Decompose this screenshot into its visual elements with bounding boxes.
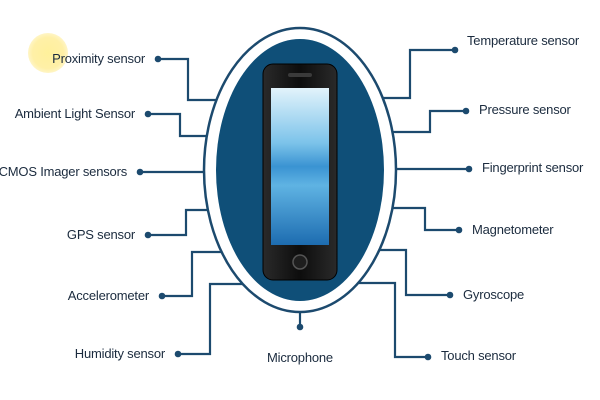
label-accelerometer: Accelerometer: [67, 288, 149, 303]
label-gyroscope: Gyroscope: [463, 287, 525, 302]
connector-proximity: [158, 57, 223, 102]
dot-ambient-light: [144, 110, 152, 118]
label-cmos-imager: CMOS Imager sensors: [0, 164, 127, 179]
label-fingerprint: Fingerprint sensor: [482, 160, 584, 175]
label-magnetometer: Magnetometer: [472, 222, 554, 237]
label-microphone: Microphone: [267, 350, 333, 365]
connector-accelerometer: [162, 250, 226, 298]
label-ambient-light: Ambient Light Sensor: [14, 106, 135, 121]
connector-pressure: [384, 109, 466, 134]
dot-gyroscope: [446, 291, 454, 299]
dot-cmos-imager: [136, 168, 144, 176]
dot-microphone: [296, 323, 304, 331]
connector-dots: [136, 46, 473, 361]
dot-touch: [424, 353, 432, 361]
dot-accelerometer: [158, 292, 166, 300]
label-pressure: Pressure sensor: [479, 102, 571, 117]
cursor-highlight: [28, 33, 68, 73]
dot-gps: [144, 231, 152, 239]
dot-pressure: [462, 107, 470, 115]
label-gps: GPS sensor: [66, 227, 135, 242]
dot-proximity: [154, 55, 162, 63]
connector-lines: [140, 48, 469, 359]
connector-humidity: [178, 282, 243, 356]
dot-temperature: [451, 46, 459, 54]
label-humidity: Humidity sensor: [74, 346, 165, 361]
dot-humidity: [174, 350, 182, 358]
label-proximity: Proximity sensor: [52, 51, 145, 66]
connector-magnetometer: [382, 206, 459, 232]
label-temperature: Temperature sensor: [467, 33, 580, 48]
phone-screen: [271, 88, 329, 245]
label-touch: Touch sensor: [441, 348, 516, 363]
dot-magnetometer: [455, 226, 463, 234]
connector-gyroscope: [372, 248, 450, 297]
smartphone-icon: [262, 63, 338, 281]
home-button-icon: [292, 254, 308, 270]
connector-gps: [148, 208, 218, 237]
connector-touch: [357, 281, 428, 359]
connector-ambient-light: [148, 112, 218, 138]
connector-temperature: [377, 48, 455, 100]
dot-fingerprint: [465, 165, 473, 173]
